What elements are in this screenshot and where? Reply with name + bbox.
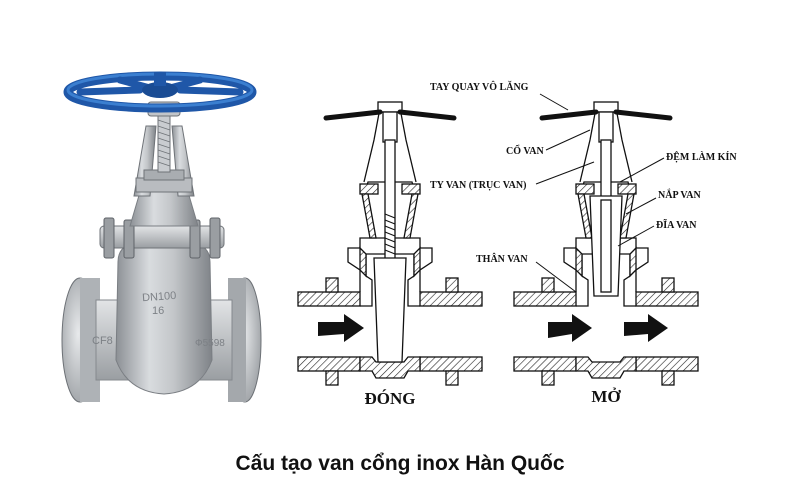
label-body: THÂN VAN [476, 253, 528, 265]
leader-lines [535, 93, 665, 293]
label-disc: ĐĨA VAN [656, 219, 697, 231]
body-marking-pressure: 16 [152, 305, 164, 317]
label-packing: ĐỆM LÀM KÍN [666, 150, 737, 163]
body-marking-material: CF8 [92, 335, 113, 347]
handwheel [63, 71, 257, 113]
body-marking-code: Ф5598 [195, 338, 225, 349]
label-stem: TY VAN (TRỤC VAN) [430, 180, 526, 191]
label-handwheel: TAY QUAY VÔ LĂNG [430, 80, 529, 93]
diagram-open [513, 101, 699, 386]
caption: Cấu tạo van cổng inox Hàn Quốc [0, 452, 800, 476]
label-neck: CỔ VAN [506, 144, 544, 157]
label-bonnet: NẮP VAN [658, 188, 701, 201]
state-closed-label: ĐÓNG [365, 389, 416, 408]
body-marking-size: DN100 [142, 290, 177, 304]
caption-text: Cấu tạo van cổng inox Hàn Quốc [235, 452, 565, 475]
valve-photo: DN100 16 CF8 Ф5598 [61, 71, 262, 403]
bonnet-flange [99, 225, 225, 249]
diagram-closed [297, 101, 483, 386]
state-open-label: MỞ [591, 387, 621, 406]
